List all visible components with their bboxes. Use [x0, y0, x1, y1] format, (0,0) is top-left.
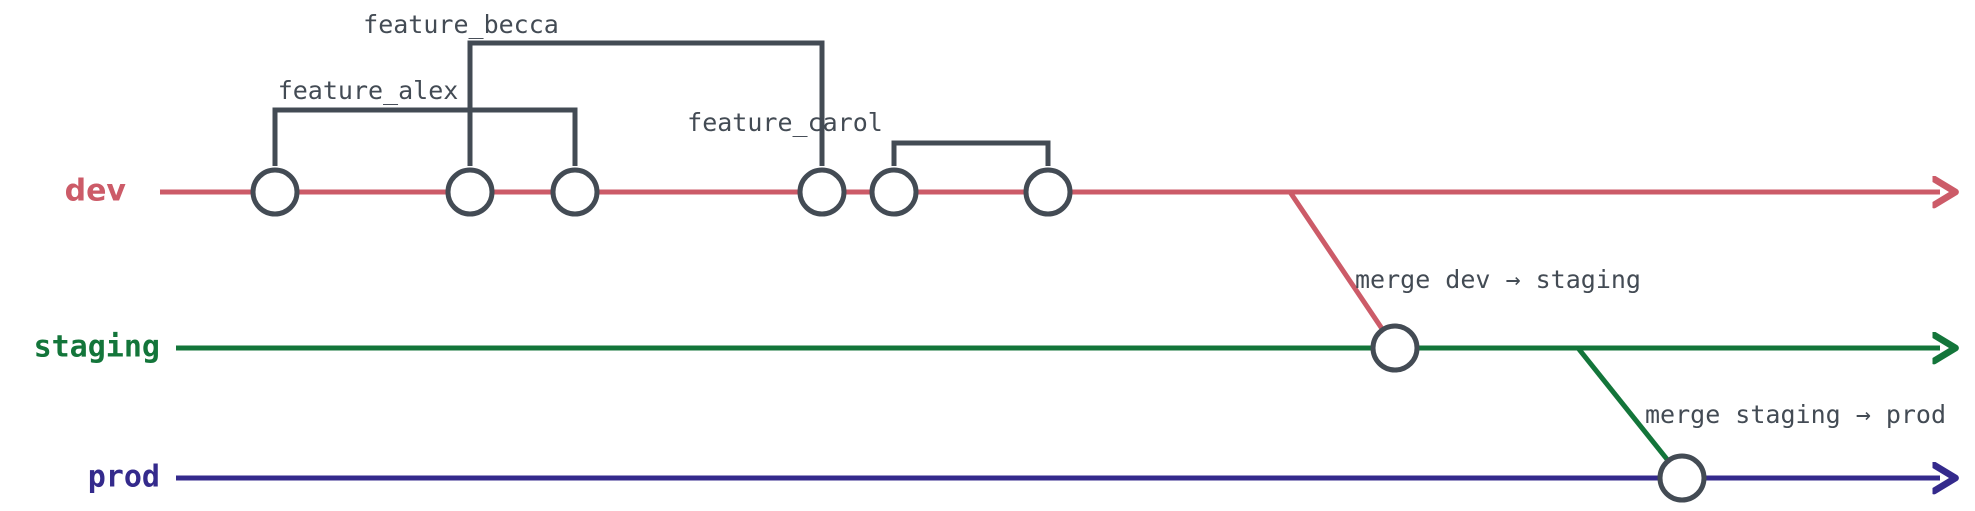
merge-label-merge-dev-staging: merge dev → staging: [1355, 265, 1641, 294]
commit-node-dev-c2[interactable]: [445, 167, 495, 217]
branch-labels-layer: dev staging prod: [34, 174, 160, 495]
branch-label-prod: prod: [88, 460, 160, 495]
commit-node-dev-c6[interactable]: [1023, 167, 1073, 217]
feature-labels-layer: feature_alex feature_becca feature_carol: [278, 10, 883, 137]
feature-label-feature_alex: feature_alex: [278, 76, 459, 105]
commit-node-dev-c5[interactable]: [869, 167, 919, 217]
commit-node-dev-c1[interactable]: [250, 167, 300, 217]
commit-node-dev-c4[interactable]: [797, 167, 847, 217]
feature-label-feature_carol: feature_carol: [687, 108, 883, 137]
feature-label-feature_becca: feature_becca: [363, 10, 559, 39]
commit-nodes-layer: [250, 167, 1707, 503]
merge-line-merge-staging-prod: [1576, 346, 1684, 480]
merge-label-merge-staging-prod: merge staging → prod: [1645, 400, 1946, 429]
branch-label-dev: dev: [65, 174, 127, 209]
commit-node-prod-merge[interactable]: [1657, 453, 1707, 503]
feature-brackets-layer: [272, 40, 1051, 166]
commit-node-staging-merge[interactable]: [1370, 323, 1420, 373]
feature-bracket-feature_carol: [891, 140, 1051, 166]
branch-label-staging: staging: [34, 330, 160, 365]
merge-lines-layer: [1287, 190, 1684, 480]
commit-node-dev-c3[interactable]: [550, 167, 600, 217]
merge-line-merge-dev-staging: [1287, 190, 1398, 350]
feature-bracket-feature_alex: [272, 107, 578, 166]
branch-lines-layer: [160, 192, 1940, 478]
merge-labels-layer: merge dev → staging merge staging → prod: [1355, 265, 1946, 429]
feature-bracket-feature_becca: [467, 40, 825, 166]
